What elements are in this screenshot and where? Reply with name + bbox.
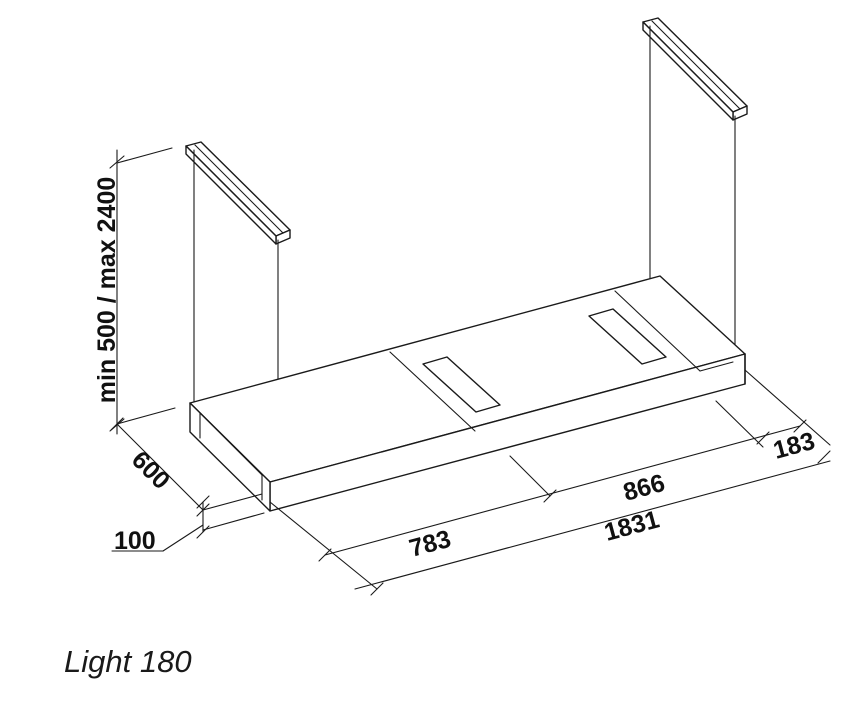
length-dimension-lines: [269, 369, 831, 596]
thickness-label: 100: [114, 527, 156, 555]
left-ceiling-rail: [185, 141, 291, 245]
model-caption: Light 180: [64, 644, 192, 679]
height-range-label: min 500 / max 2400: [93, 177, 121, 404]
light-slot-right: [588, 308, 667, 365]
right-ceiling-rail: [642, 17, 748, 121]
depth-label: 600: [126, 446, 175, 495]
height-dimension-lines: [109, 147, 176, 435]
light-slot-left: [422, 356, 501, 413]
middle-span-label: 866: [620, 469, 668, 507]
total-length-label: 1831: [601, 505, 662, 546]
thickness-dimension-lines: [111, 495, 265, 552]
